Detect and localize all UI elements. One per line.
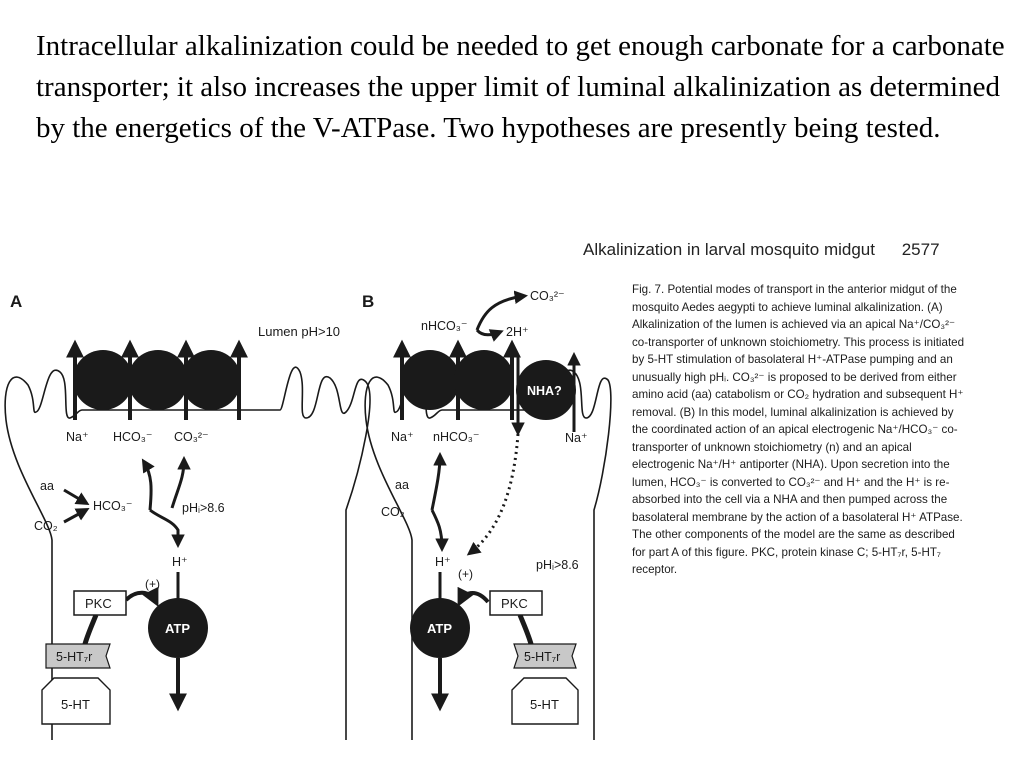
panel-a-5ht-label: 5-HT — [61, 697, 90, 712]
panel-b-nha-label: NHA? — [527, 384, 562, 398]
panel-a-hco3-inner-label: HCO₃⁻ — [93, 499, 132, 513]
panel-b-atp-pump — [410, 598, 470, 658]
panel-a-pkc-label: PKC — [85, 596, 112, 611]
panel-a-aa-label: aa — [40, 479, 54, 493]
panel-a-pkc-box — [73, 590, 127, 616]
panel-b-h-down-arrow — [430, 509, 449, 553]
panel-b-receptor-link — [517, 614, 535, 649]
panel-a-receptor-link — [81, 614, 99, 649]
caption-text: Fig. 7. Potential modes of transport in … — [632, 283, 965, 576]
panel-b-5ht-label: 5-HT — [530, 697, 559, 712]
figure-caption: Fig. 7. Potential modes of transport in … — [632, 281, 967, 579]
panel-b-5ht-ligand — [511, 677, 579, 725]
panel-a-hco3-up-arrow — [141, 458, 155, 511]
panel-b-label: B — [362, 292, 374, 311]
panel-a-h-down-arrow — [149, 508, 185, 549]
slide-body-text: Intracellular alkalinization could be ne… — [36, 30, 1005, 144]
panel-a-h-label: H⁺ — [172, 555, 188, 569]
paper-header-title: Alkalinization in larval mosquito midgut — [583, 240, 875, 259]
panel-a-phi-label: pHᵢ>8.6 — [182, 501, 225, 515]
panel-b-atp-label: ATP — [427, 621, 452, 636]
panel-b-plus-label: (+) — [458, 567, 473, 581]
panel-a-atp-label: ATP — [165, 621, 190, 636]
panel-a-label: A — [10, 292, 22, 311]
paper-page-number: 2577 — [901, 240, 940, 259]
panel-b-nhco3-label: nHCO₃⁻ — [433, 430, 479, 444]
panel-a-co2-label: CO₂ — [34, 519, 58, 533]
panel-a-5ht-ligand — [41, 677, 111, 725]
panel-a-transporter-left — [73, 350, 133, 410]
panel-b-nhco3-up-arrow — [430, 451, 447, 511]
panel-b-receptor-label: 5-HT₇r — [524, 650, 560, 664]
panel-b-2h-arrow — [475, 328, 504, 342]
panel-a-plus-label: (+) — [145, 577, 160, 591]
panel-b-nha-antiporter — [516, 360, 576, 420]
panel-a-atp-pump — [148, 598, 208, 658]
panel-b-receptor — [513, 643, 577, 669]
panel-b-co3-top-label: CO₃²⁻ — [530, 289, 565, 303]
panel-b-co2-label: CO₂ — [381, 505, 405, 519]
panel-a-hco3-label: HCO₃⁻ — [113, 430, 152, 444]
midgut-transport-figure: A Lumen pH>10 Na⁺ HCO₃⁻ CO₃²⁻ aa CO₂ HCO… — [4, 289, 612, 740]
panel-b-transporter-left — [400, 350, 460, 410]
panel-a-transporter-right — [181, 350, 241, 410]
panel-b-transporter-right — [454, 350, 514, 410]
panel-b-aa-label: aa — [395, 478, 409, 492]
panel-a-aa-arrow — [63, 488, 90, 506]
panel-b-2h-label: 2H⁺ — [506, 325, 529, 339]
panel-b-na-left-label: Na⁺ — [391, 430, 414, 444]
panel-b-cell-outline — [364, 369, 612, 740]
panel-b-h-dotted-arrow — [466, 433, 520, 556]
panel-b-pkc-box — [489, 590, 543, 616]
panel-a-pkc-activation-arrow — [124, 586, 159, 607]
panel-a-receptor — [45, 643, 111, 669]
panel-b-phi-label: pHᵢ>8.6 — [536, 558, 579, 572]
paper-running-header: Alkalinization in larval mosquito midgut… — [583, 240, 940, 260]
panel-b-nhco3-top-label: nHCO₃⁻ — [421, 319, 467, 333]
panel-a-co3-label: CO₃²⁻ — [174, 430, 209, 444]
panel-a-transporter-mid — [128, 350, 188, 410]
panel-a-receptor-label: 5-HT₇r — [56, 650, 92, 664]
panel-b-na-right-label: Na⁺ — [565, 431, 588, 445]
panel-a-co3-up-arrow — [170, 455, 191, 509]
panel-a-cell-outline — [4, 366, 371, 740]
panel-b-co3-arrow — [475, 290, 529, 331]
panel-a-co2-arrow — [63, 508, 90, 524]
panel-b: B CO₃²⁻ nHCO₃⁻ 2H⁺ NHA? Na⁺ nHCO₃⁻ Na⁺ a… — [362, 289, 612, 740]
panel-b-h-label: H⁺ — [435, 555, 451, 569]
panel-a: A Lumen pH>10 Na⁺ HCO₃⁻ CO₃²⁻ aa CO₂ HCO… — [4, 292, 371, 740]
panel-a-na-label: Na⁺ — [66, 430, 89, 444]
panel-b-pkc-label: PKC — [501, 596, 528, 611]
panel-a-lumen-ph: Lumen pH>10 — [258, 324, 340, 339]
panel-b-pkc-activation-arrow — [457, 586, 490, 607]
